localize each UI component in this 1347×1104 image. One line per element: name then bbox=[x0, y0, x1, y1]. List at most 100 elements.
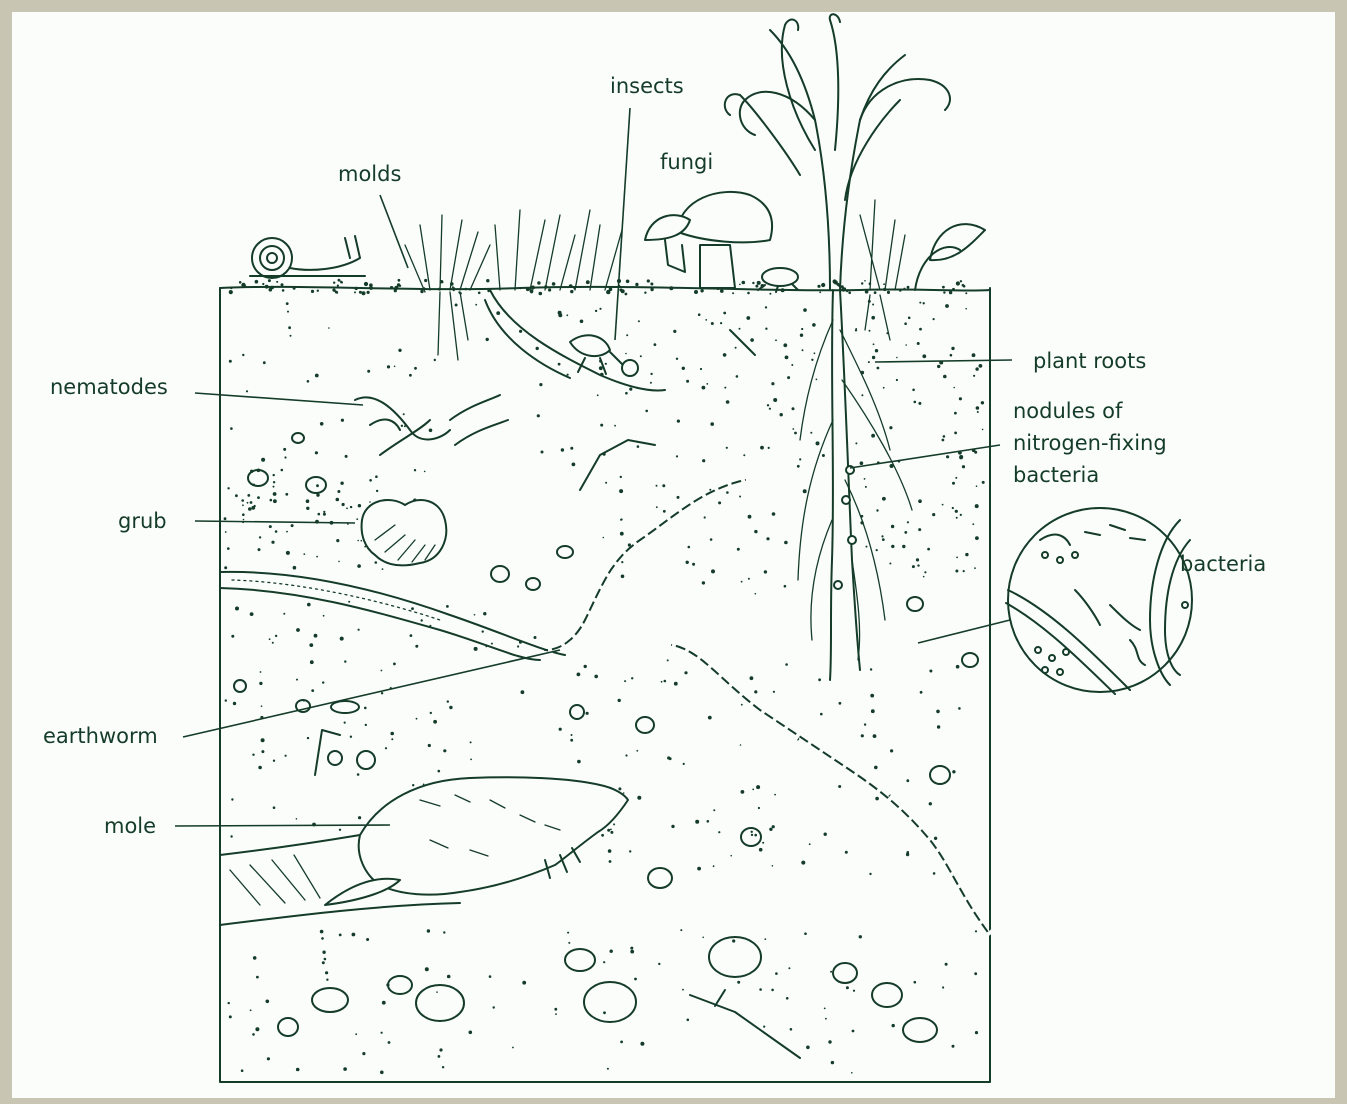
soil-particle bbox=[521, 690, 525, 694]
soil-particle bbox=[625, 754, 627, 756]
litter-speck bbox=[650, 283, 653, 286]
soil-particle bbox=[634, 978, 637, 981]
soil-particle bbox=[235, 607, 239, 611]
soil-particle bbox=[686, 380, 689, 383]
soil-particle bbox=[430, 712, 432, 714]
soil-particle bbox=[785, 356, 789, 360]
soil-particle bbox=[475, 304, 477, 306]
litter-speck bbox=[453, 289, 455, 291]
soil-particle bbox=[662, 484, 665, 487]
soil-particle bbox=[315, 374, 319, 378]
soil-particle bbox=[630, 950, 634, 954]
soil-particle bbox=[937, 365, 940, 368]
soil-particle bbox=[773, 691, 775, 693]
soil-particle bbox=[656, 506, 658, 508]
soil-particle bbox=[271, 541, 274, 544]
soil-particle bbox=[803, 489, 807, 493]
soil-particle bbox=[674, 682, 678, 686]
soil-particle bbox=[381, 1032, 383, 1034]
soil-particle bbox=[713, 865, 715, 867]
soil-particle bbox=[231, 635, 234, 638]
soil-particle bbox=[706, 383, 708, 385]
soil-particle bbox=[919, 328, 922, 331]
soil-particle bbox=[979, 364, 983, 368]
soil-particle bbox=[447, 700, 449, 702]
soil-particle bbox=[382, 568, 384, 570]
soil-particle bbox=[625, 392, 628, 395]
soil-particle bbox=[877, 367, 880, 370]
litter-speck bbox=[781, 288, 785, 292]
litter-speck bbox=[537, 281, 540, 284]
soil-particle bbox=[357, 540, 359, 542]
soil-particle bbox=[287, 311, 289, 313]
litter-speck bbox=[965, 292, 967, 294]
soil-particle bbox=[603, 1011, 606, 1014]
soil-particle bbox=[783, 343, 787, 347]
litter-speck bbox=[747, 292, 750, 295]
soil-particle bbox=[623, 792, 625, 794]
soil-particle bbox=[684, 671, 687, 674]
soil-particle bbox=[233, 702, 236, 705]
soil-particle bbox=[321, 937, 324, 940]
soil-particle bbox=[760, 446, 764, 450]
soil-particle bbox=[904, 322, 907, 325]
soil-particle bbox=[975, 930, 977, 932]
litter-speck bbox=[586, 280, 590, 284]
soil-particle bbox=[889, 563, 891, 565]
soil-particle bbox=[976, 485, 978, 487]
litter-speck bbox=[865, 290, 869, 294]
soil-particle bbox=[336, 539, 339, 542]
litter-speck bbox=[942, 286, 945, 289]
soil-particle bbox=[491, 643, 493, 645]
soil-particle bbox=[883, 387, 885, 389]
soil-particle bbox=[322, 961, 325, 964]
soil-particle bbox=[874, 766, 878, 770]
soil-particle bbox=[366, 938, 369, 941]
soil-particle bbox=[860, 461, 864, 465]
soil-particle bbox=[474, 647, 478, 651]
soil-particle bbox=[640, 355, 642, 357]
soil-particle bbox=[816, 379, 818, 381]
soil-particle bbox=[227, 487, 229, 489]
soil-particle bbox=[296, 628, 300, 632]
soil-particle bbox=[974, 451, 977, 454]
soil-particle bbox=[764, 570, 767, 573]
soil-particle bbox=[255, 1027, 259, 1031]
soil-particle bbox=[771, 989, 774, 992]
soil-particle bbox=[567, 374, 569, 376]
soil-particle bbox=[977, 411, 979, 413]
soil-particle bbox=[937, 725, 940, 728]
soil-particle bbox=[358, 629, 360, 631]
soil-particle bbox=[230, 427, 233, 430]
soil-particle bbox=[774, 794, 776, 796]
soil-particle bbox=[631, 677, 633, 679]
soil-particle bbox=[855, 442, 857, 444]
litter-speck bbox=[843, 287, 846, 290]
soil-particle bbox=[436, 991, 438, 993]
litter-speck bbox=[526, 288, 530, 292]
litter-speck bbox=[626, 280, 630, 284]
soil-particle bbox=[718, 501, 721, 504]
soil-particle bbox=[740, 744, 742, 746]
soil-particle bbox=[975, 1031, 978, 1034]
soil-particle bbox=[692, 563, 695, 566]
soil-particle bbox=[658, 963, 660, 965]
soil-particle bbox=[241, 499, 244, 502]
soil-particle bbox=[876, 509, 878, 511]
soil-particle bbox=[741, 790, 745, 794]
soil-particle bbox=[959, 397, 962, 400]
soil-particle bbox=[810, 432, 812, 434]
soil-particle bbox=[855, 329, 857, 331]
soil-particle bbox=[943, 375, 947, 379]
soil-particle bbox=[802, 349, 804, 351]
soil-particle bbox=[286, 551, 290, 555]
litter-speck bbox=[390, 286, 393, 289]
soil-particle bbox=[876, 549, 878, 551]
litter-speck bbox=[887, 291, 890, 294]
litter-speck bbox=[848, 291, 851, 294]
soil-particle bbox=[800, 334, 803, 337]
soil-particle bbox=[428, 744, 431, 747]
soil-particle bbox=[382, 1001, 386, 1005]
soil-particle bbox=[828, 1040, 831, 1043]
soil-particle bbox=[765, 328, 767, 330]
